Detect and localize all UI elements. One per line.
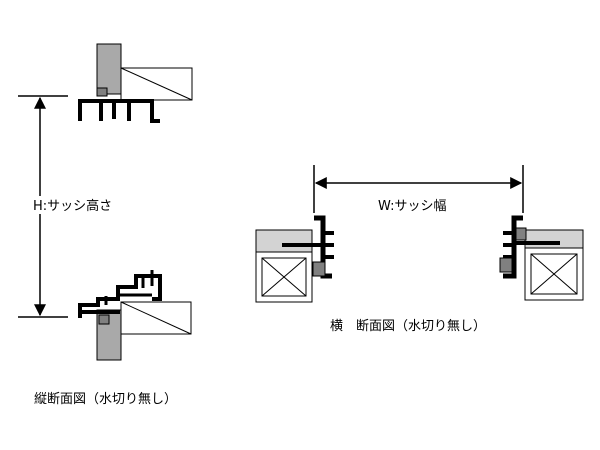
sill-frame-detail xyxy=(78,270,192,361)
width-dimension-label: W:サッシ幅 xyxy=(378,199,446,214)
head-frame-detail xyxy=(78,43,193,123)
right-jamb-detail xyxy=(499,215,584,301)
left-jamb-inner-frame xyxy=(261,257,307,297)
right-jamb-small-block-2 xyxy=(499,257,513,273)
width-dimension: W:サッシ幅 xyxy=(313,165,524,214)
height-dimension-label: H:サッシ高さ xyxy=(33,198,112,214)
left-jamb-wall xyxy=(255,229,313,253)
left-jamb-small-block xyxy=(312,261,326,277)
right-jamb-inner-frame xyxy=(530,253,578,295)
vertical-section-caption: 縦断面図（水切り無し） xyxy=(34,392,177,407)
left-jamb-detail xyxy=(255,215,334,303)
horizontal-section: W:サッシ幅 xyxy=(255,165,584,334)
height-label-bg xyxy=(30,196,140,214)
right-jamb-small-block xyxy=(515,227,527,241)
head-trim-diagonal xyxy=(120,67,193,101)
horizontal-section-caption: 横 断面図（水切り無し） xyxy=(330,319,486,334)
sill-trim-diagonal xyxy=(120,301,192,335)
sill-frame-profile xyxy=(78,274,162,318)
right-jamb-cross-2 xyxy=(530,253,578,295)
vertical-section: H:サッシ高さ 縦断面図（水切り無し） xyxy=(18,43,193,407)
head-frame-profile xyxy=(78,99,160,123)
right-jamb-wall xyxy=(524,229,584,249)
sill-small-block xyxy=(98,314,110,325)
left-jamb-cross-2 xyxy=(261,257,307,297)
head-wall-block xyxy=(96,43,122,95)
head-small-block xyxy=(96,87,108,97)
height-dimension: H:サッシ高さ xyxy=(18,95,140,318)
